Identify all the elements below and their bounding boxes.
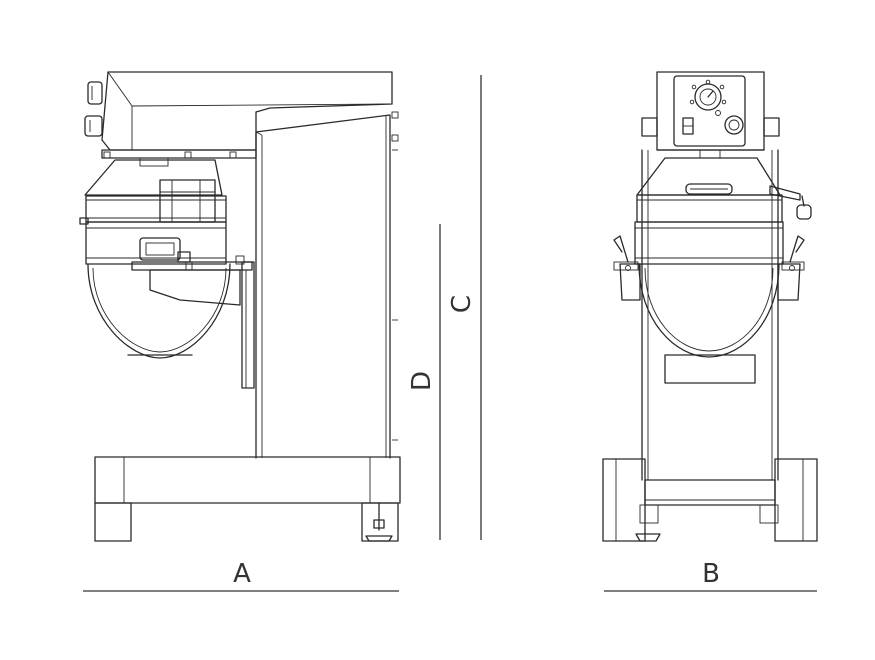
dimension-label-a: A	[233, 559, 251, 589]
side-bowl-arm	[131, 255, 255, 389]
front-view	[602, 71, 818, 542]
side-guard	[79, 157, 227, 225]
dimension-labels: A B C D	[233, 295, 720, 589]
side-bowl	[85, 221, 231, 359]
dimension-label-b: B	[702, 559, 720, 589]
side-head	[84, 71, 393, 159]
dimension-label-d: D	[407, 371, 437, 391]
front-head	[641, 71, 780, 159]
side-column	[255, 111, 399, 459]
front-guard	[636, 157, 812, 223]
dimension-label-c: C	[447, 295, 477, 313]
front-base	[602, 458, 818, 542]
front-bowl	[613, 221, 805, 358]
dimension-lines	[83, 75, 817, 592]
side-view	[79, 71, 401, 542]
front-column	[641, 149, 779, 481]
side-base	[94, 456, 401, 542]
